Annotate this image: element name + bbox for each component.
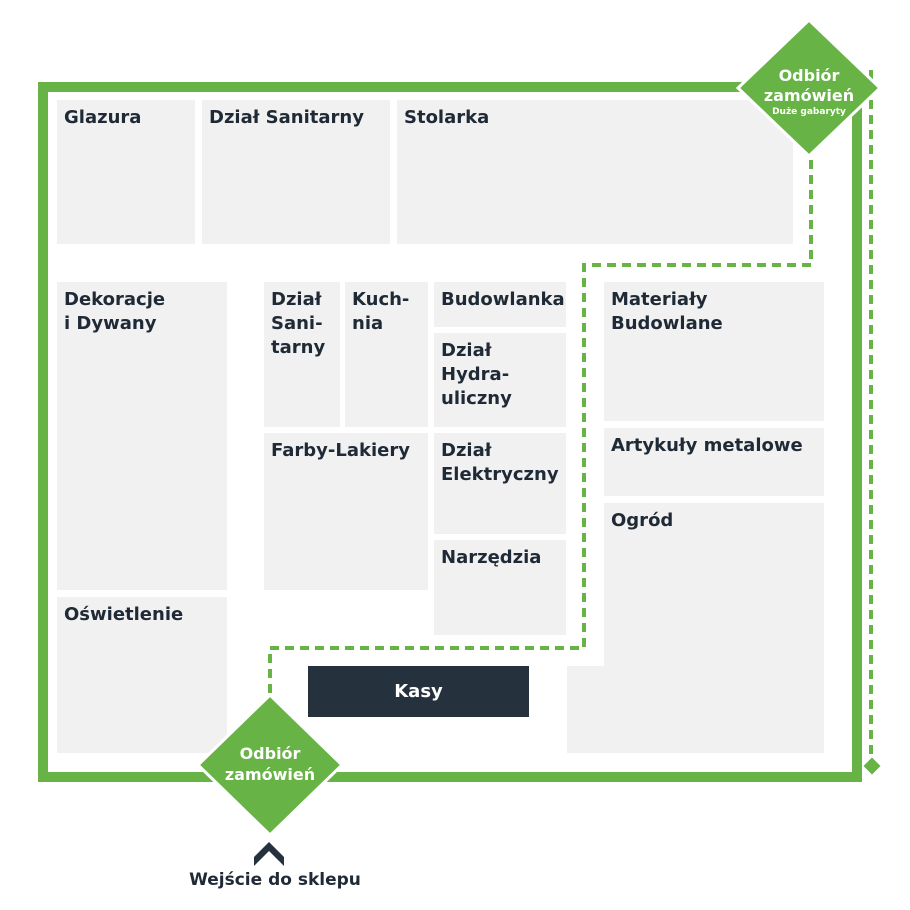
dept-narzedzia[interactable]: Narzędzia (434, 540, 566, 635)
pickup-large-subtitle: Duże gabaryty (772, 107, 846, 117)
dept-dzial-sanitarny-top[interactable]: Dział Sanitarny (202, 100, 390, 244)
pickup-entrance-title: Odbiór zamówień (224, 744, 316, 784)
route-end-marker (863, 757, 881, 775)
pickup-large-label[interactable]: Odbiór zamówień Duże gabaryty (749, 66, 869, 118)
dept-ogrod-extension (567, 666, 607, 753)
dept-budowlanka[interactable]: Budowlanka (434, 282, 566, 327)
dept-dzial-hydrauliczny[interactable]: Dział Hydra- uliczny (434, 333, 566, 427)
dept-materialy-budowlane[interactable]: Materiały Budowlane (604, 282, 824, 421)
entrance-label[interactable]: Wejście do sklepu (189, 870, 361, 890)
dept-glazura[interactable]: Glazura (57, 100, 195, 244)
dept-kuchnia[interactable]: Kuch- nia (345, 282, 428, 427)
dept-stolarka[interactable]: Stolarka (397, 100, 793, 244)
dept-farby-lakiery[interactable]: Farby-Lakiery (264, 433, 428, 590)
dept-dzial-sanitarny-small[interactable]: Dział Sani- tarny (264, 282, 340, 427)
dept-artykuly-metalowe[interactable]: Artykuły metalowe (604, 428, 824, 496)
pickup-large-title: Odbiór zamówień (763, 66, 855, 105)
dept-oswietlenie[interactable]: Oświetlenie (57, 597, 227, 753)
pickup-entrance-label[interactable]: Odbiór zamówień (210, 743, 330, 785)
dept-dekoracje-dywany[interactable]: Dekoracje i Dywany (57, 282, 227, 590)
checkout-kasy[interactable]: Kasy (308, 666, 529, 717)
dept-ogrod[interactable]: Ogród (604, 503, 824, 753)
chevron-up-icon (254, 842, 284, 866)
dept-dzial-elektryczny[interactable]: Dział Elektryczny (434, 433, 566, 534)
